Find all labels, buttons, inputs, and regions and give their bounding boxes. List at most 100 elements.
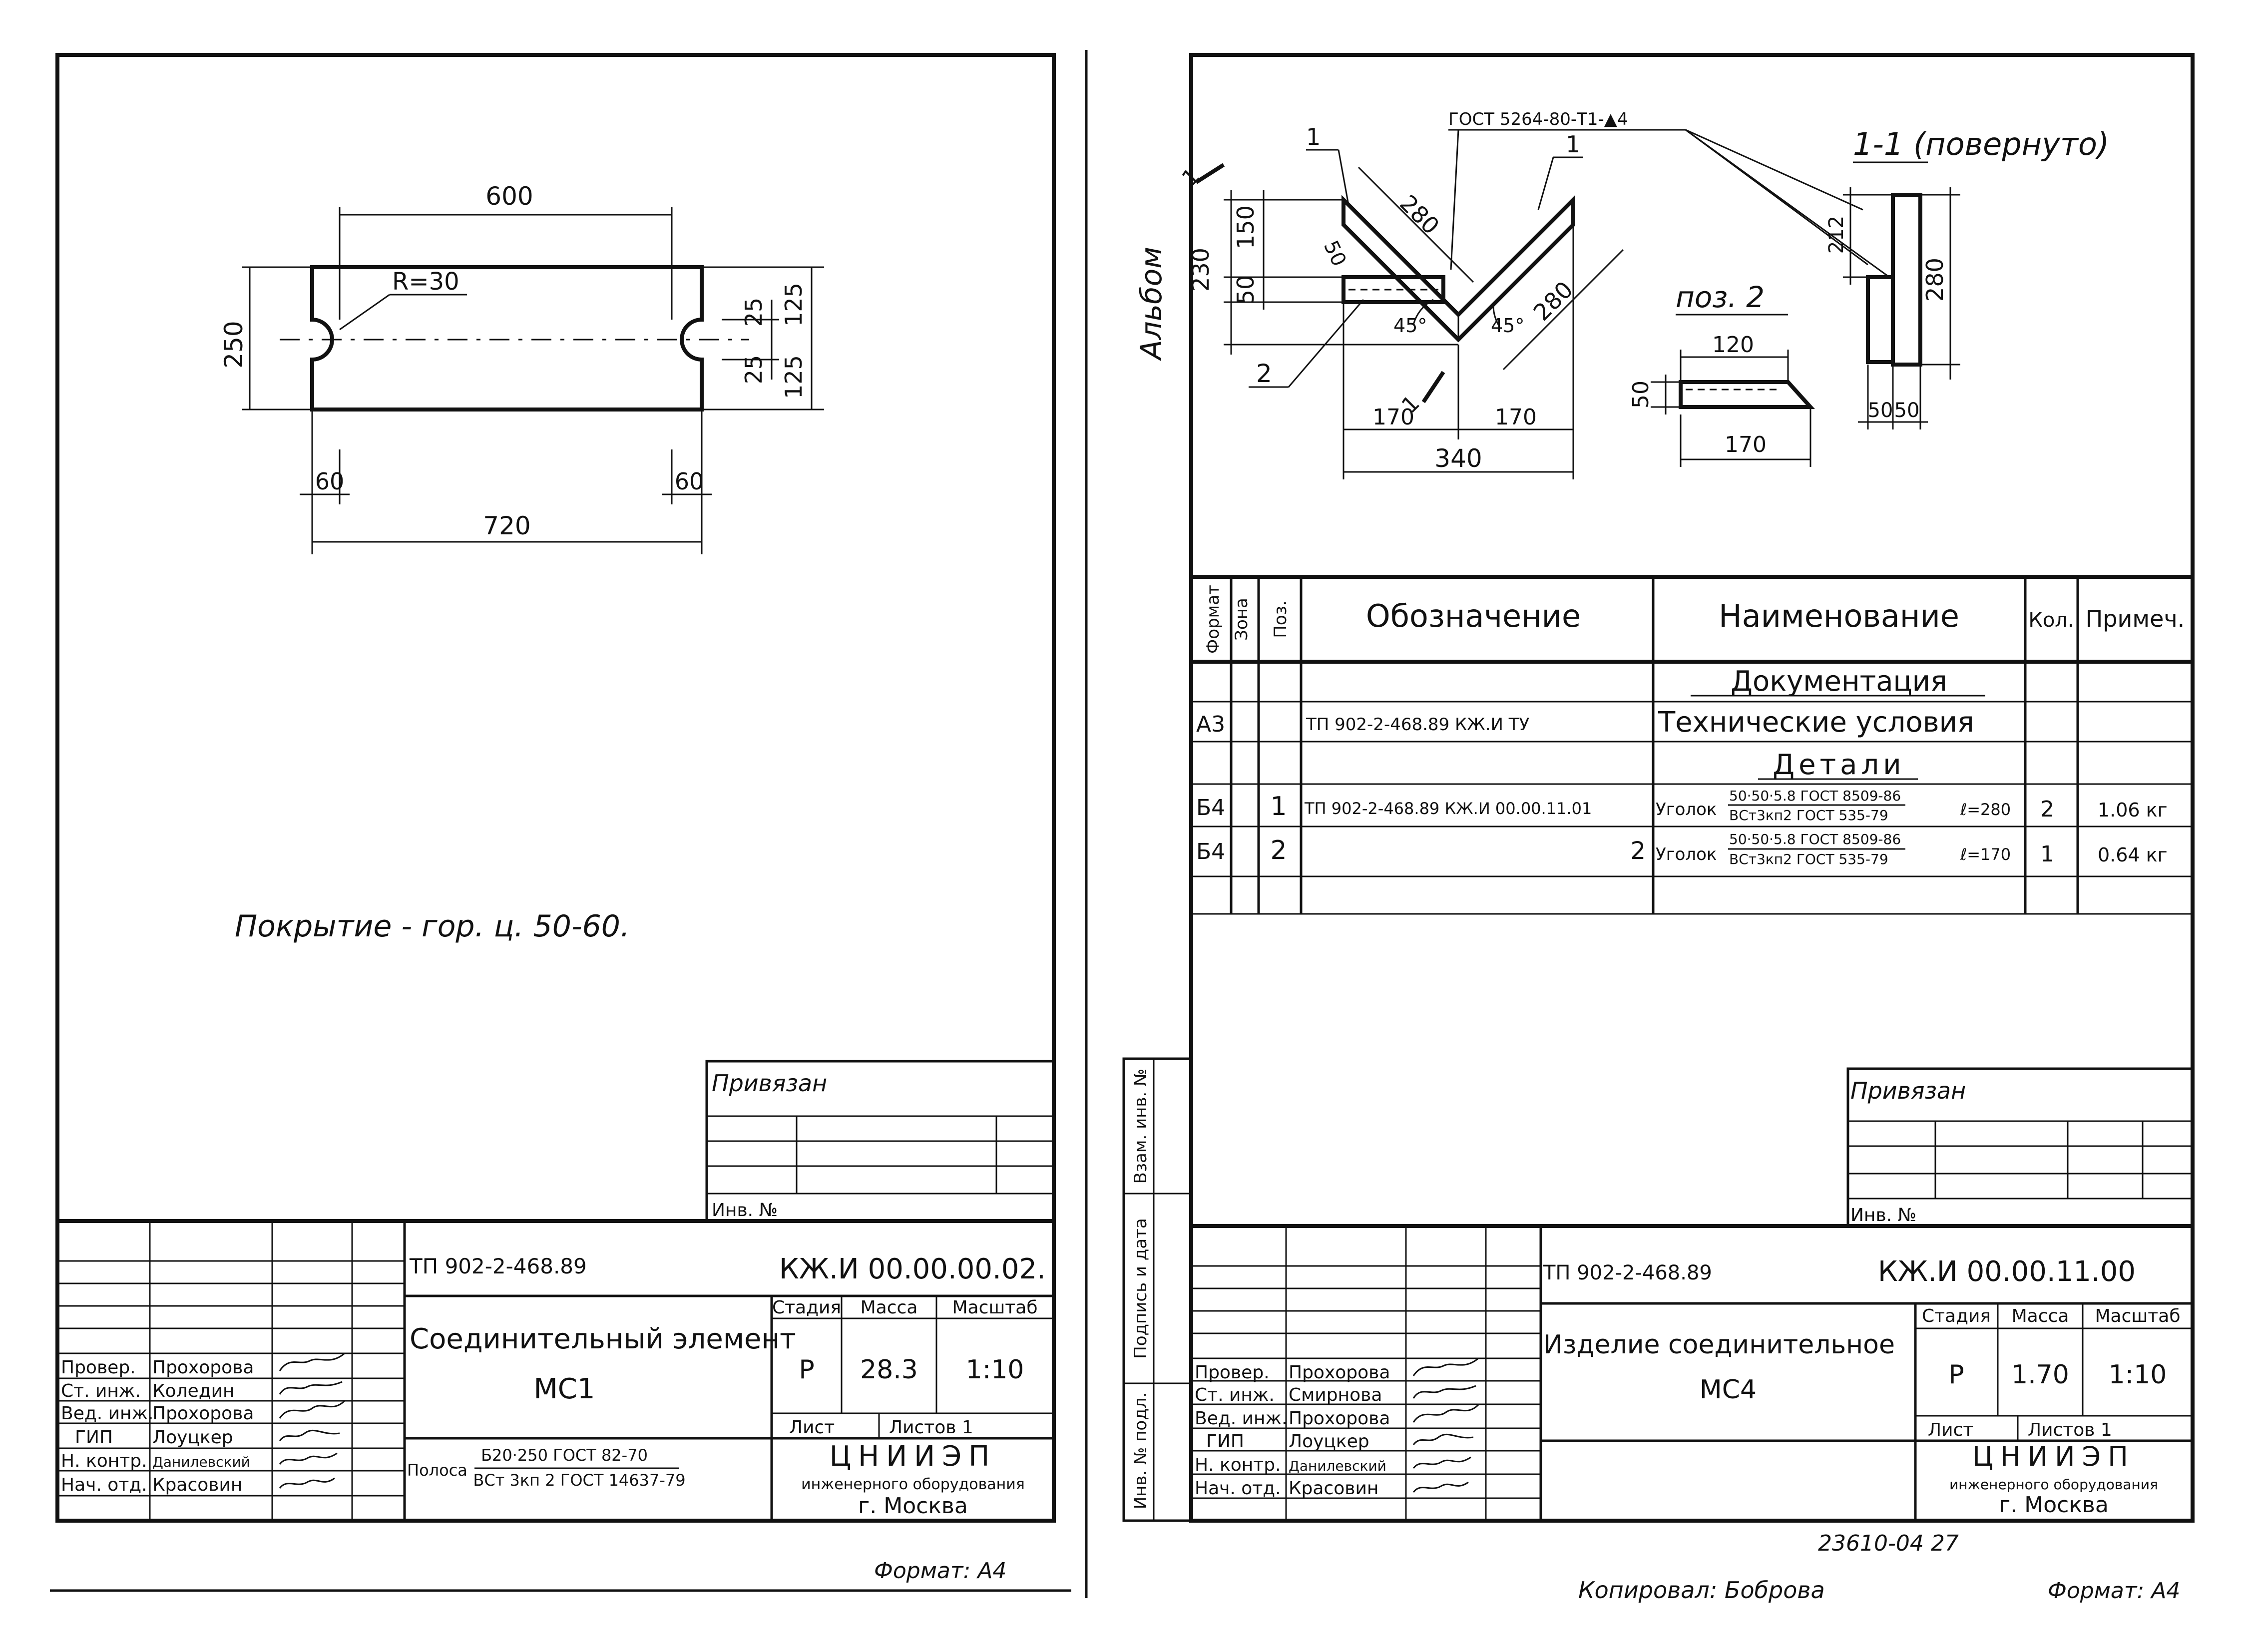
radius-label: R=30 bbox=[392, 268, 459, 296]
dim-60-left: 60 bbox=[315, 468, 345, 495]
role-label: ГИП bbox=[1206, 1431, 1244, 1452]
left-org-city: г. Москва bbox=[858, 1493, 968, 1519]
left-stage-value: Р bbox=[799, 1355, 814, 1385]
left-sheets-count: Листов 1 bbox=[889, 1417, 973, 1438]
right-signatures bbox=[1412, 1357, 1479, 1493]
role-name: Лоуцкер bbox=[1289, 1431, 1369, 1452]
right-scale-value: 1:10 bbox=[2109, 1360, 2167, 1390]
right-binding-stamp: Привязан Инв. № bbox=[1846, 1067, 2194, 1228]
material-bottom: ВСт 3кп 2 ГОСТ 14637-79 bbox=[473, 1471, 685, 1490]
role-label: Н. контр. bbox=[61, 1451, 147, 1471]
angle-45-left: 45° bbox=[1393, 315, 1427, 337]
section-details: Детали bbox=[1773, 749, 1905, 781]
right-org-city: г. Москва bbox=[1999, 1492, 2109, 1518]
table-row-format: Б4 bbox=[1196, 839, 1225, 864]
dim-50-vertical: 50 bbox=[1232, 275, 1259, 305]
binding-inv: Инв. № bbox=[712, 1200, 778, 1221]
left-mass-header: Масса bbox=[861, 1297, 918, 1318]
role-name: Коледин bbox=[152, 1381, 235, 1401]
table-row-note: 1.06 кг bbox=[2098, 799, 2168, 821]
dim-212: 212 bbox=[1825, 216, 1848, 254]
table-row-name-bottom: ВСт3кп2 ГОСТ 535-79 bbox=[1729, 851, 1888, 867]
section-angle-short bbox=[1866, 275, 1895, 364]
dim-150: 150 bbox=[1232, 205, 1259, 249]
dim-230: 230 bbox=[1187, 248, 1214, 292]
dim-250: 250 bbox=[219, 321, 248, 368]
gost-callout: ГОСТ 5264-80-Т1-▲4 bbox=[1448, 109, 1628, 129]
right-item-mark: МС4 bbox=[1700, 1375, 1757, 1405]
binding-title: Привязан bbox=[712, 1070, 827, 1097]
role-name: Смирнова bbox=[1289, 1385, 1382, 1405]
table-row-format: Б4 bbox=[1196, 795, 1225, 821]
section-title: 1-1 (повернуто) bbox=[1853, 126, 2109, 162]
left-project-code: ТП 902-2-468.89 bbox=[409, 1254, 587, 1278]
right-angle-drawing: 45° 45° 230 150 50 50 280 280 1 1 bbox=[1177, 109, 2109, 479]
right-doc-code: КЖ.И 00.00.11.00 bbox=[1878, 1255, 2136, 1288]
dim-120: 120 bbox=[1712, 332, 1754, 358]
pos-1-left: 1 bbox=[1306, 123, 1321, 150]
header-pos: Поз. bbox=[1271, 600, 1291, 638]
left-doc-code: КЖ.И 00.00.00.02. bbox=[779, 1253, 1046, 1285]
left-item-name: Соединительный элемент bbox=[410, 1323, 796, 1355]
copied-by: Копировал: Боброва bbox=[1578, 1577, 1825, 1604]
right-mass-header: Масса bbox=[2012, 1306, 2069, 1326]
right-org-name: ЦНИИЭП bbox=[1972, 1441, 2135, 1472]
table-row-pos: 2 bbox=[1270, 835, 1287, 865]
role-label: Вед. инж. bbox=[1195, 1408, 1287, 1429]
role-label: Ст. инж. bbox=[61, 1381, 141, 1401]
section-angle-vertical bbox=[1891, 193, 1922, 367]
dim-25-bottom: 25 bbox=[740, 355, 767, 385]
table-row-pos: 1 bbox=[1270, 792, 1287, 822]
left-org-name: ЦНИИЭП bbox=[830, 1440, 997, 1473]
left-item-mark: МС1 bbox=[533, 1373, 595, 1405]
table-row-name-bottom: ВСт3кп2 ГОСТ 535-79 bbox=[1729, 807, 1888, 824]
coating-note: Покрытие - гор. ц. 50-60. bbox=[235, 909, 630, 944]
role-label: Нач. отд. bbox=[61, 1475, 147, 1495]
role-label: ГИП bbox=[75, 1427, 113, 1448]
archive-number: 23610-04 27 bbox=[1818, 1531, 1959, 1556]
right-frame bbox=[1189, 53, 2195, 1523]
left-stage-header: Стадия bbox=[772, 1297, 841, 1318]
table-row-note: 0.64 кг bbox=[2098, 844, 2168, 866]
dim-125-bottom: 125 bbox=[780, 355, 807, 399]
dim-50-pos2: 50 bbox=[1628, 381, 1654, 409]
side-stamp: Взам. инв. № Подпись и дата Инв. № подл. bbox=[1122, 1057, 1193, 1522]
role-name: Данилевский bbox=[152, 1454, 250, 1470]
side-label-podpis: Подпись и дата bbox=[1131, 1218, 1151, 1359]
table-row-length: ℓ=280 bbox=[1960, 800, 2011, 819]
table-row-format: А3 bbox=[1196, 712, 1225, 737]
right-roles: Провер. Прохорова Ст. инж. Смирнова Вед.… bbox=[1195, 1362, 1390, 1499]
pos-2: 2 bbox=[1256, 359, 1272, 388]
dim-60-right: 60 bbox=[675, 468, 704, 495]
table-row-designation: ТП 902-2-468.89 КЖ.И ТУ bbox=[1306, 715, 1530, 735]
role-name: Прохорова bbox=[1289, 1362, 1390, 1383]
left-signatures bbox=[279, 1352, 346, 1489]
dim-50-diagonal: 50 bbox=[1319, 237, 1350, 270]
dim-280-section: 280 bbox=[1921, 258, 1948, 302]
right-stage-value: Р bbox=[1948, 1360, 1964, 1390]
table-row-designation: ТП 902-2-468.89 КЖ.И 00.00.11.01 bbox=[1304, 799, 1592, 818]
header-note: Примеч. bbox=[2086, 605, 2185, 632]
dim-600: 600 bbox=[485, 182, 533, 211]
header-qty: Кол. bbox=[2028, 609, 2074, 632]
left-format-label: Формат: А4 bbox=[874, 1558, 1006, 1584]
role-name: Прохорова bbox=[152, 1357, 254, 1378]
table-row-name-top: 50·50·5.8 ГОСТ 8509-86 bbox=[1729, 831, 1901, 847]
right-project-code: ТП 902-2-468.89 bbox=[1543, 1261, 1712, 1284]
material-top: Б20·250 ГОСТ 82-70 bbox=[481, 1446, 648, 1465]
side-label-inv-podl: Инв. № подл. bbox=[1131, 1392, 1151, 1510]
cut-mark-top: 1 bbox=[1177, 163, 1205, 191]
dim-170-right: 170 bbox=[1495, 405, 1537, 430]
left-plate-drawing: 600 250 R=30 25 25 125 125 bbox=[219, 182, 824, 554]
left-roles: Провер. Прохорова Ст. инж. Коледин Вед. … bbox=[61, 1357, 254, 1495]
bottom-angle bbox=[1342, 275, 1445, 304]
dim-340: 340 bbox=[1434, 444, 1482, 473]
table-row-name-prefix: Уголок bbox=[1656, 800, 1717, 820]
left-scale-header: Масштаб bbox=[952, 1297, 1037, 1318]
left-binding-stamp: Привязан Инв. № bbox=[705, 1060, 1055, 1223]
left-scale-value: 1:10 bbox=[966, 1355, 1024, 1385]
table-row-name-prefix: Уголок bbox=[1656, 844, 1717, 864]
angle-45-right: 45° bbox=[1491, 315, 1524, 337]
right-mass-value: 1.70 bbox=[2011, 1360, 2069, 1390]
